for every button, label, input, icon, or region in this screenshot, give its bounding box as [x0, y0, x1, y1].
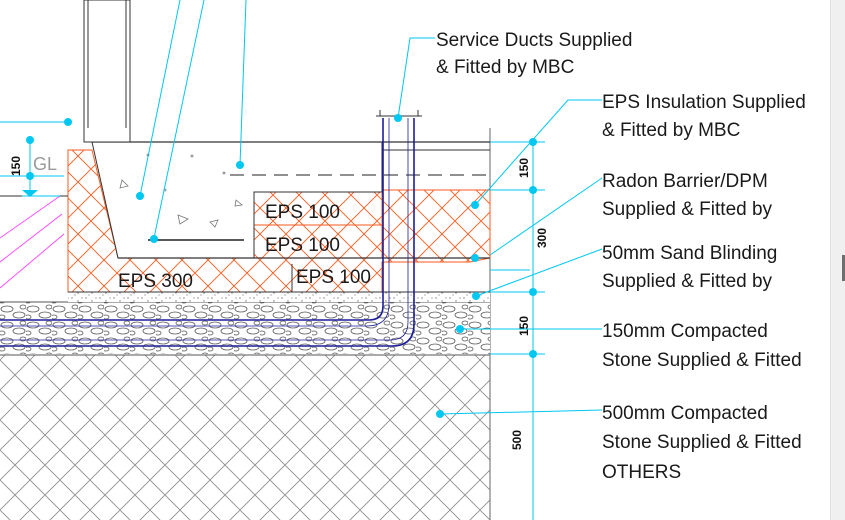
dim-node-4: [529, 350, 537, 358]
label-stone500-line1: 500mm Compacted: [602, 403, 768, 424]
label-stone150-line2: Stone Supplied & Fitted: [602, 350, 802, 371]
eps-perimeter-label: EPS 300: [118, 271, 193, 292]
concrete-aggregate-marks: [119, 153, 243, 228]
wall-above-ground: [83, 0, 131, 143]
leader-node-a: [236, 161, 244, 169]
right-dimension-150-top: 150: [517, 158, 531, 178]
right-dimension-300: 300: [535, 228, 549, 248]
dim-node-top: [529, 138, 537, 146]
label-service-ducts-line1: Service Ducts Supplied: [436, 30, 632, 51]
leader-node-b: [136, 192, 144, 200]
left-dimension-150: 150: [9, 156, 23, 176]
eps-right-label: EPS 100: [296, 267, 371, 288]
dpm-membrane-left: [0, 195, 65, 289]
dim-node-3: [529, 288, 537, 296]
ground-level-label: GL: [33, 154, 57, 174]
eps-upper-label: EPS 100: [265, 202, 340, 223]
compacted-stone-500-region: [0, 355, 490, 520]
gl-triangle-icon: [22, 190, 38, 197]
label-eps-insulation-line2: & Fitted by MBC: [602, 120, 740, 141]
leader-lines: [139, 0, 603, 415]
label-stone500-line3: OTHERS: [602, 462, 681, 483]
right-dimension-500: 500: [510, 430, 524, 450]
scrollbar-thumb[interactable]: [842, 255, 845, 281]
eps-middle-board: [253, 224, 383, 259]
label-eps-insulation-line1: EPS Insulation Supplied: [602, 92, 806, 113]
sand-blinding-region: [68, 292, 490, 302]
label-sand-blinding-line1: 50mm Sand Blinding: [602, 243, 777, 264]
gl-dim-node-1: [64, 118, 72, 126]
label-stone150-line1: 150mm Compacted: [602, 321, 768, 342]
leader-node-ducts: [394, 114, 402, 122]
leader-node-dpm: [471, 254, 479, 262]
leader-node-stone150: [456, 325, 464, 333]
gl-dim-node-3: [26, 172, 34, 180]
service-duct-inner: [0, 118, 409, 341]
service-duct: [0, 118, 415, 347]
dim-node-2: [529, 186, 537, 194]
right-dimension-150-bottom: 150: [517, 316, 531, 336]
vertical-scrollbar[interactable]: [830, 0, 845, 520]
gl-dim-node-2: [26, 136, 34, 144]
label-sand-blinding-line2: Supplied & Fitted by: [602, 271, 773, 292]
eps-middle-label: EPS 100: [265, 235, 340, 256]
leader-node-sand: [472, 292, 480, 300]
label-stone500-line2: Stone Supplied & Fitted: [602, 432, 802, 453]
label-radon-barrier-line1: Radon Barrier/DPM: [602, 171, 768, 192]
leader-node-eps: [471, 201, 479, 209]
label-service-ducts-line2: & Fitted by MBC: [436, 57, 574, 78]
leader-node-c: [150, 235, 158, 243]
label-radon-barrier-line2: Supplied & Fitted by: [602, 199, 773, 220]
leader-node-stone500: [436, 410, 444, 418]
gl-dimension: [0, 121, 68, 197]
